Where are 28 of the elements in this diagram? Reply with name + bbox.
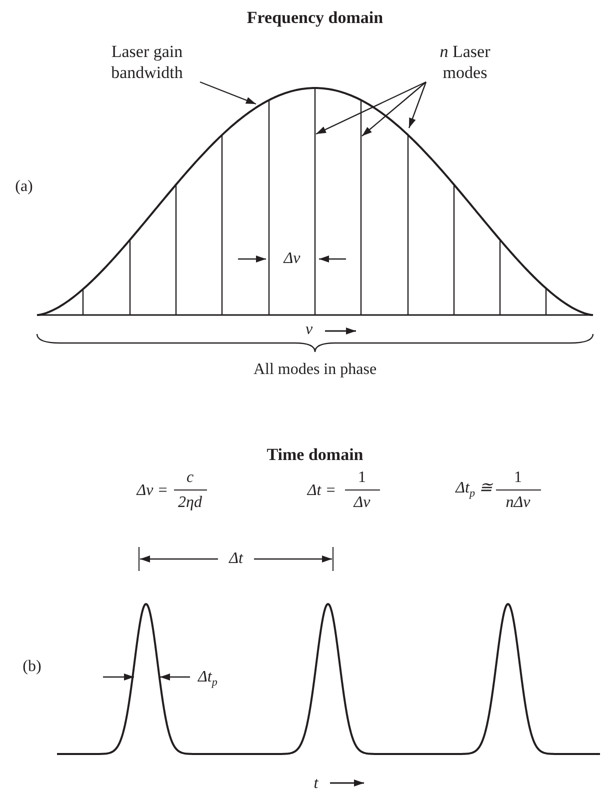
callout-text: Laser gain bandwidth	[87, 41, 207, 83]
caption-text: All modes in phase	[253, 361, 377, 379]
mode-line	[407, 134, 409, 315]
denominator: 2ηd	[178, 494, 202, 512]
leader-arrow	[316, 81, 426, 135]
equation-text: Δν =	[136, 482, 168, 500]
leader-arrow	[362, 82, 426, 136]
numerator: 1	[358, 469, 366, 487]
diagram-heading: Frequency domain	[246, 9, 384, 27]
numerator: c	[186, 469, 194, 487]
mode-line	[360, 100, 362, 315]
diagram-heading: Time domain	[266, 446, 364, 464]
gain-curve	[36, 87, 594, 316]
leader-arrow	[200, 81, 256, 105]
leader-arrow	[408, 82, 427, 128]
panel-label: (a)	[15, 178, 33, 196]
axis-label: t	[314, 775, 318, 792]
axis-label: ν	[305, 321, 313, 339]
callout-text: n Laser modes	[420, 41, 510, 83]
spacing-label: Δν	[284, 250, 300, 268]
denominator: nΔν	[506, 494, 530, 512]
panel-label: (b)	[22, 658, 42, 676]
denominator: Δν	[354, 494, 370, 512]
dimension-label: Δt$_{p}$	[198, 668, 218, 690]
equation-text: Δt$_{p}$ ≅	[456, 480, 492, 502]
numerator: 1	[514, 469, 522, 487]
mode-line	[314, 88, 316, 315]
equation-text: Δt =	[307, 482, 336, 500]
